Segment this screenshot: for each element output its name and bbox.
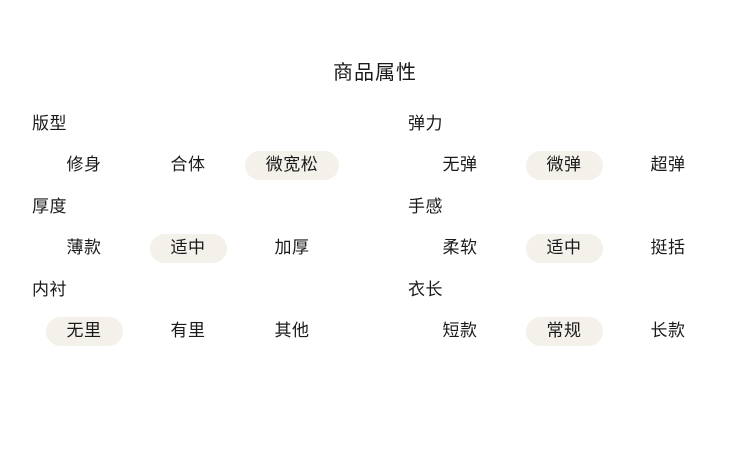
- attribute-group-label: 衣长: [408, 280, 443, 300]
- attribute-option[interactable]: 合体: [170, 155, 206, 175]
- attribute-group: 衣长短款 常规 长款: [408, 282, 720, 346]
- attribute-option-row: 薄款 适中 加厚: [32, 234, 344, 263]
- attribute-group-label: 内衬: [32, 280, 67, 300]
- attribute-group-label: 手感: [408, 197, 443, 217]
- attribute-option-selected[interactable]: 常规: [525, 317, 603, 346]
- attribute-option[interactable]: 无弹: [442, 155, 478, 175]
- attribute-groups-grid: 版型修身 合体 微宽松 弹力无弹 微弹 超弹厚度薄款 适中 加厚 手感柔软 适中 挺括内衬无里 有里 其…: [0, 116, 750, 365]
- attribute-option[interactable]: 挺括: [650, 238, 686, 258]
- attribute-option-selected[interactable]: 适中: [149, 234, 227, 263]
- attribute-option[interactable]: 柔软: [442, 238, 478, 258]
- attribute-option-selected[interactable]: 适中: [525, 234, 603, 263]
- attribute-group-label: 弹力: [408, 114, 443, 134]
- attribute-option[interactable]: 其他: [274, 321, 310, 341]
- attribute-group: 版型修身 合体 微宽松: [32, 116, 344, 180]
- attribute-option-row: 无里 有里 其他: [32, 317, 344, 346]
- attribute-option-selected[interactable]: 无里: [45, 317, 123, 346]
- attribute-option[interactable]: 超弹: [650, 155, 686, 175]
- attribute-option[interactable]: 短款: [442, 321, 478, 341]
- attribute-group: 厚度薄款 适中 加厚: [32, 199, 344, 263]
- attribute-group-label: 厚度: [32, 197, 67, 217]
- attribute-option-row: 无弹 微弹 超弹: [408, 151, 720, 180]
- attribute-option-row: 短款 常规 长款: [408, 317, 720, 346]
- attribute-option[interactable]: 有里: [170, 321, 206, 341]
- attribute-option-row: 修身 合体 微宽松: [32, 151, 344, 180]
- attribute-group: 内衬无里 有里 其他: [32, 282, 344, 346]
- attribute-group: 手感柔软 适中 挺括: [408, 199, 720, 263]
- attribute-option[interactable]: 薄款: [66, 238, 102, 258]
- attribute-group: 弹力无弹 微弹 超弹: [408, 116, 720, 180]
- attribute-option-row: 柔软 适中 挺括: [408, 234, 720, 263]
- attribute-option-selected[interactable]: 微宽松: [244, 151, 340, 180]
- attribute-option-selected[interactable]: 微弹: [525, 151, 603, 180]
- page-title: 商品属性: [333, 60, 417, 84]
- attribute-option[interactable]: 加厚: [274, 238, 310, 258]
- attribute-option[interactable]: 修身: [66, 155, 102, 175]
- attribute-option[interactable]: 长款: [650, 321, 686, 341]
- attribute-group-label: 版型: [32, 114, 67, 134]
